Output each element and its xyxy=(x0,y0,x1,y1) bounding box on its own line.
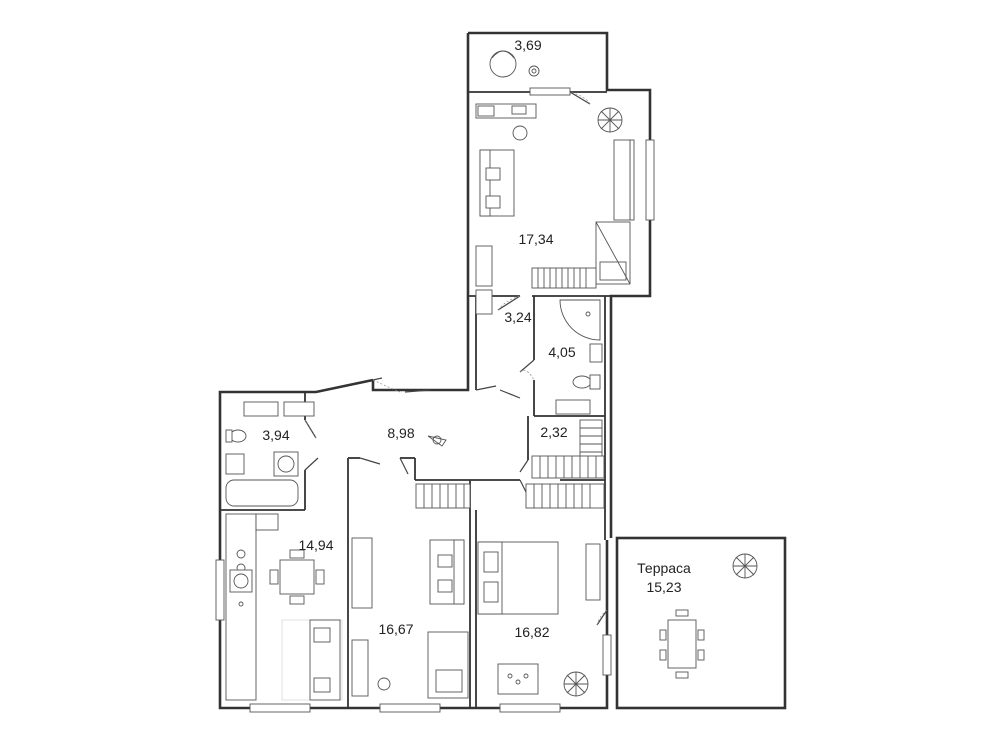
label-wardrobe: 2,32 xyxy=(540,424,567,440)
windows xyxy=(215,87,655,713)
bathroom-tub-furniture xyxy=(225,429,299,507)
shower-room-furniture xyxy=(555,299,603,415)
toilet-icon xyxy=(572,374,601,390)
wardrobe-furniture xyxy=(531,419,605,479)
plant-icon xyxy=(563,671,589,697)
bedroom-right-furniture xyxy=(477,483,605,697)
label-bedroom-left: 16,67 xyxy=(378,621,413,637)
hallway-furniture xyxy=(243,401,447,447)
label-terrace-area: 15,23 xyxy=(646,579,681,595)
bedroom-left-furniture xyxy=(351,483,471,699)
label-kitchen: 14,94 xyxy=(298,537,333,553)
balcony-furniture xyxy=(489,50,540,78)
terrace-furniture xyxy=(659,553,758,679)
plant-icon xyxy=(732,553,758,579)
label-bathroom-shower: 4,05 xyxy=(548,344,575,360)
label-living-room: 17,34 xyxy=(518,231,553,247)
plant-icon xyxy=(597,107,623,133)
label-hall-small: 3,24 xyxy=(504,309,531,325)
kitchen-furniture xyxy=(225,513,343,701)
toilet-icon xyxy=(225,429,247,443)
label-bathroom-tub: 3,94 xyxy=(262,427,289,443)
room-labels: 3,69 17,34 3,24 4,05 2,32 8,98 3,94 14,9… xyxy=(262,37,691,640)
label-hallway: 8,98 xyxy=(387,425,414,441)
label-bedroom-right: 16,82 xyxy=(514,624,549,640)
label-terrace-name: Терраса xyxy=(637,560,691,576)
living-room-furniture xyxy=(475,103,631,315)
entry-marker-icon xyxy=(427,435,447,447)
label-balcony: 3,69 xyxy=(514,37,541,53)
